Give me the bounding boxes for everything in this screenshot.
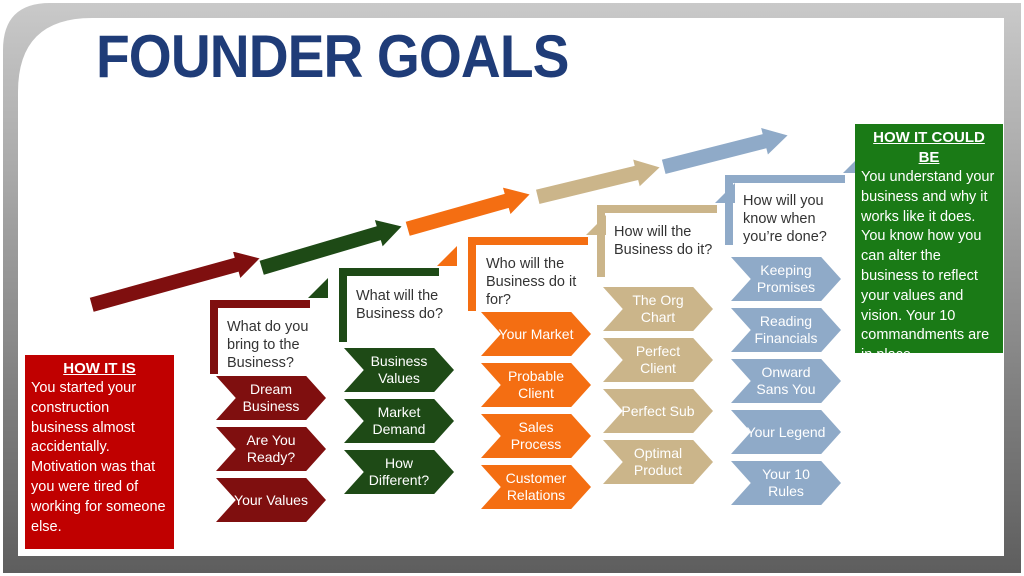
bracket-corner-triangle — [308, 278, 328, 298]
page-title: FOUNDER GOALS — [96, 23, 569, 90]
bracket-bar — [339, 268, 347, 342]
stage-2-question: What will the Business do? — [356, 288, 444, 322]
progress-arrow — [257, 217, 405, 277]
stage-4-question: How will the Business do it? — [614, 224, 713, 258]
how-it-could-be-heading: HOW IT COULD BE — [873, 129, 985, 166]
progress-arrow — [660, 125, 791, 176]
stage-2-item: Market Demand — [344, 399, 454, 443]
stage-5-item: Your 10 Rules — [731, 461, 841, 505]
bracket-bar — [210, 300, 218, 374]
stage-5-question: How will you know when you’re done? — [743, 193, 827, 245]
stage-3-item: Sales Process — [481, 414, 591, 458]
bracket-bar — [339, 268, 439, 276]
progress-arrows — [87, 125, 791, 314]
stage-4-item: The Org Chart — [603, 287, 713, 331]
bracket-bar — [597, 205, 605, 277]
stage-3-item: Probable Client — [481, 363, 591, 407]
how-it-could-be-box: HOW IT COULD BE You understand your busi… — [855, 124, 1003, 363]
how-it-could-be-text: You understand your business and why it … — [861, 169, 995, 364]
bracket-bar — [725, 175, 845, 183]
bracket-bar — [468, 237, 476, 311]
how-it-is-heading: HOW IT IS — [63, 360, 136, 377]
stage-brackets — [210, 153, 863, 374]
bracket-bar — [725, 175, 733, 245]
stage-5-item: Reading Financials — [731, 308, 841, 352]
bracket-bar — [210, 300, 310, 308]
stage-3-item: Customer Relations — [481, 465, 591, 509]
bracket-corner-triangle — [437, 246, 457, 266]
progress-arrow — [534, 157, 663, 206]
progress-arrow — [87, 249, 263, 314]
stage-1-question: What do you bring to the Business? — [227, 319, 309, 371]
bracket-bar — [468, 237, 588, 245]
stage-3-question: Who will the Business do it for? — [486, 256, 577, 308]
how-it-is-box: HOW IT IS You started your construction … — [25, 355, 174, 549]
how-it-is-text: You started your construction business a… — [31, 380, 166, 535]
bracket-bar — [597, 205, 717, 213]
progress-arrow — [403, 185, 533, 238]
stage-5-item: Onward Sans You — [731, 359, 841, 403]
